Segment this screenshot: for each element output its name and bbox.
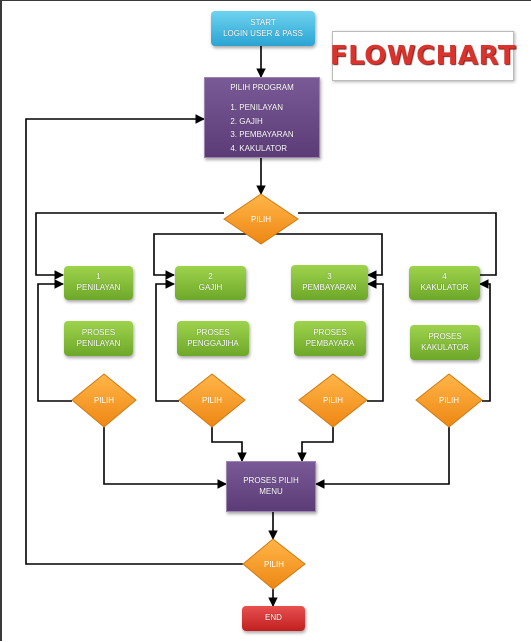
decision-diamond-main <box>223 193 299 245</box>
decision-diamond-bottom <box>242 538 306 590</box>
decision-label-3: PILIH <box>322 395 343 405</box>
decision-label-1: PILIH <box>93 395 114 405</box>
start-label: START <box>250 17 276 27</box>
decision-diamonds <box>71 193 483 590</box>
flowchart-title: FLOWCHART <box>329 41 517 71</box>
option-label: KAKULATOR <box>420 283 469 292</box>
decision-label-bottom: PILIH <box>263 559 284 569</box>
decision-diamond-3 <box>298 373 368 428</box>
option-label: PEMBAYARAN <box>302 282 357 292</box>
option-number: 1 <box>96 272 101 282</box>
end-node: END <box>242 606 305 631</box>
pilih-program-list: 1. PENILAYAN 2. GAJIH 3. PEMBAYARAN 4. K… <box>230 100 293 158</box>
menu-item: 1. PENILAYAN <box>230 102 283 112</box>
proses-label: PROSES <box>81 327 116 337</box>
proses-sublabel: KAKULATOR <box>421 342 469 352</box>
option-label: GAJIH <box>198 283 223 292</box>
pilih-program-heading: PILIH PROGRAM <box>230 83 294 92</box>
proses-pilih-sublabel: MENU <box>259 486 283 496</box>
option-node-1: 1 PENILAYAN <box>64 266 133 300</box>
proses-node-4: PROSES KAKULATOR <box>410 325 480 360</box>
menu-item: 3. PEMBAYARAN <box>230 130 294 140</box>
proses-node-2: PROSES PENGGAJIHA <box>177 321 249 356</box>
proses-sublabel: PEMBAYARA <box>305 338 355 348</box>
menu-item: 2. GAJIH <box>230 116 263 126</box>
proses-label: PROSES <box>196 327 230 337</box>
proses-pilih-label: PROSES PILIH <box>243 475 299 485</box>
proses-label: PROSES <box>313 327 347 337</box>
decision-label-main: PILIH <box>250 214 271 224</box>
proses-sublabel: PENILAYAN <box>76 338 121 348</box>
proses-label: PROSES <box>428 331 462 341</box>
end-label: END <box>265 613 282 623</box>
title-box: FLOWCHART <box>329 31 517 81</box>
menu-item: 4. KAKULATOR <box>230 144 287 154</box>
proses-node-3: PROSES PEMBAYARA <box>294 321 366 356</box>
start-sublabel: LOGIN USER & PASS <box>223 28 303 38</box>
proses-sublabel: PENGGAJIHA <box>187 338 239 348</box>
decision-label-2: PILIH <box>201 395 222 405</box>
decision-label-4: PILIH <box>438 395 459 405</box>
start-node: START LOGIN USER & PASS <box>211 11 315 46</box>
option-number: 2 <box>208 272 213 282</box>
proses-node-1: PROSES PENILAYAN <box>64 321 133 356</box>
option-number: 4 <box>442 272 447 282</box>
option-node-3: 3 PEMBAYARAN <box>291 265 368 300</box>
pilih-program-node: PILIH PROGRAM 1. PENILAYAN 2. GAJIH 3. P… <box>204 77 320 158</box>
option-label: PENILAYAN <box>76 283 121 292</box>
decision-diamond-2 <box>178 373 246 428</box>
option-node-2: 2 GAJIH <box>175 266 246 300</box>
decision-diamond-4 <box>415 373 483 428</box>
decision-diamond-1 <box>71 373 137 428</box>
option-node-4: 4 KAKULATOR <box>409 266 480 300</box>
option-number: 3 <box>327 271 332 281</box>
proses-pilih-menu-node: PROSES PILIH MENU <box>226 461 316 512</box>
